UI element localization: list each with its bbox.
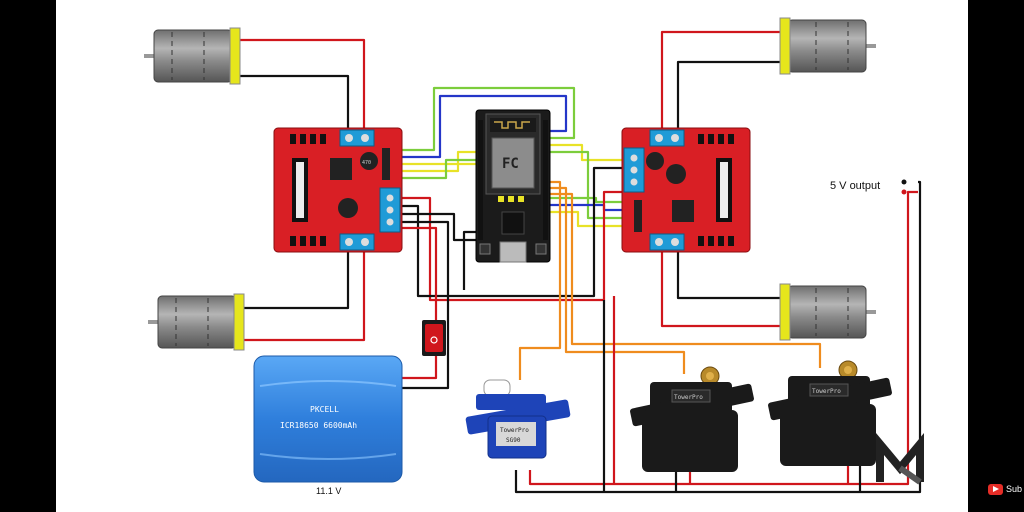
wires bbox=[240, 30, 922, 494]
wire-red bbox=[402, 226, 438, 320]
sg90-servo-icon: TowerPro SG90 bbox=[465, 379, 571, 459]
capacitor-label: 470 bbox=[362, 160, 371, 166]
wire-black bbox=[402, 166, 622, 298]
wire-black bbox=[462, 230, 476, 290]
rocker-switch-icon bbox=[422, 320, 446, 356]
battery-voltage-label: 11.1 V bbox=[316, 486, 341, 496]
wire-red bbox=[240, 38, 366, 128]
dc-motor-icon bbox=[779, 283, 876, 341]
wire-orange bbox=[518, 180, 562, 380]
youtube-subscribe-text: Sub bbox=[1006, 484, 1023, 494]
chip-mark: FC bbox=[502, 156, 519, 172]
servo-model: SG90 bbox=[506, 437, 521, 444]
mg996r-servo-icon: TowerPro bbox=[630, 366, 754, 472]
dc-motor-icon bbox=[148, 293, 245, 351]
wire-red bbox=[402, 356, 438, 380]
servo-brand: TowerPro bbox=[674, 394, 703, 401]
wire-orange bbox=[550, 186, 686, 374]
wire-black bbox=[240, 252, 350, 310]
mg996r-servo-icon: TowerPro bbox=[768, 360, 892, 466]
nodemcu-board-icon: FC bbox=[475, 109, 551, 263]
wire-red bbox=[240, 252, 366, 342]
youtube-icon bbox=[988, 483, 1003, 495]
l298n-driver-icon: 470 bbox=[273, 127, 403, 253]
youtube-subscribe-button[interactable]: Sub bbox=[988, 480, 1024, 498]
wire-red bbox=[660, 252, 780, 328]
wire-red bbox=[402, 190, 622, 302]
watermark-logo bbox=[876, 432, 924, 485]
wire-black bbox=[676, 252, 780, 300]
battery-pack-icon: PKCELL ICR18650 6600mAh bbox=[253, 355, 403, 483]
wire-black bbox=[240, 74, 350, 128]
l298n-driver-icon bbox=[621, 127, 751, 253]
output-terminal bbox=[901, 179, 907, 185]
wire-orange bbox=[550, 192, 822, 368]
battery-spec: ICR18650 6600mAh bbox=[280, 421, 357, 430]
wire-black bbox=[676, 60, 780, 128]
battery-brand: PKCELL bbox=[310, 405, 339, 414]
wire-green bbox=[402, 86, 576, 152]
servo-brand: TowerPro bbox=[812, 388, 841, 395]
wire-yellow bbox=[550, 210, 622, 228]
wire-black bbox=[402, 220, 450, 390]
dc-motor-icon bbox=[144, 27, 241, 85]
wire-red bbox=[528, 190, 918, 486]
output-terminal bbox=[901, 189, 907, 195]
output-label: 5 V output bbox=[830, 180, 880, 192]
servo-brand: TowerPro bbox=[500, 427, 529, 434]
wire-black bbox=[514, 180, 922, 494]
wire-green bbox=[402, 158, 476, 180]
dc-motor-icon bbox=[779, 17, 876, 75]
wire-blue bbox=[402, 94, 568, 159]
wire-red bbox=[660, 30, 780, 128]
wire-yellow bbox=[402, 150, 476, 173]
